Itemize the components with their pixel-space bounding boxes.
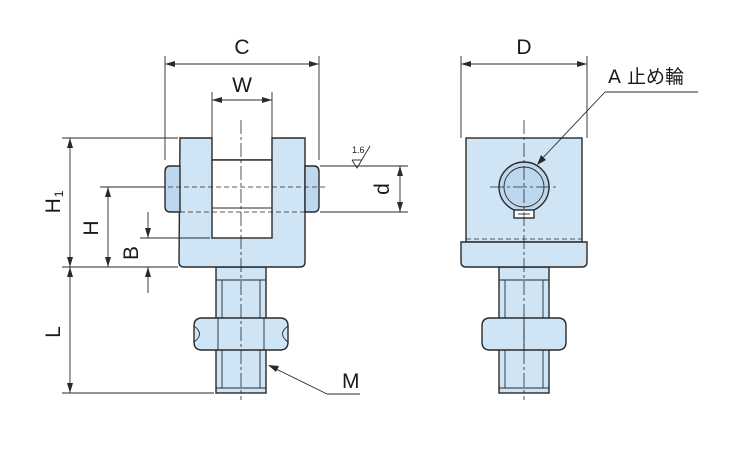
surface-finish-symbol: 1.6	[351, 145, 371, 169]
label-A-retaining-ring: A 止め輪	[608, 66, 684, 88]
dim-label-B: B	[120, 246, 143, 260]
svg-text:1.6: 1.6	[352, 145, 365, 155]
dim-label-H: H	[80, 220, 103, 235]
front-pin-head-right	[304, 165, 320, 213]
dim-label-C: C	[234, 36, 249, 59]
leader-M	[268, 365, 360, 395]
dim-label-M: M	[342, 370, 360, 393]
leader-A	[537, 91, 698, 165]
front-view: C W H1 H B L	[42, 36, 408, 400]
dim-label-L: L	[42, 326, 65, 338]
front-slot	[211, 159, 273, 239]
dim-label-D: D	[516, 36, 531, 59]
dim-label-d: d	[371, 183, 394, 195]
front-pin-head-left	[164, 165, 181, 213]
dim-label-H1: H1	[42, 190, 66, 213]
dim-label-W: W	[232, 74, 252, 97]
side-view: D A 止め輪	[460, 36, 698, 400]
